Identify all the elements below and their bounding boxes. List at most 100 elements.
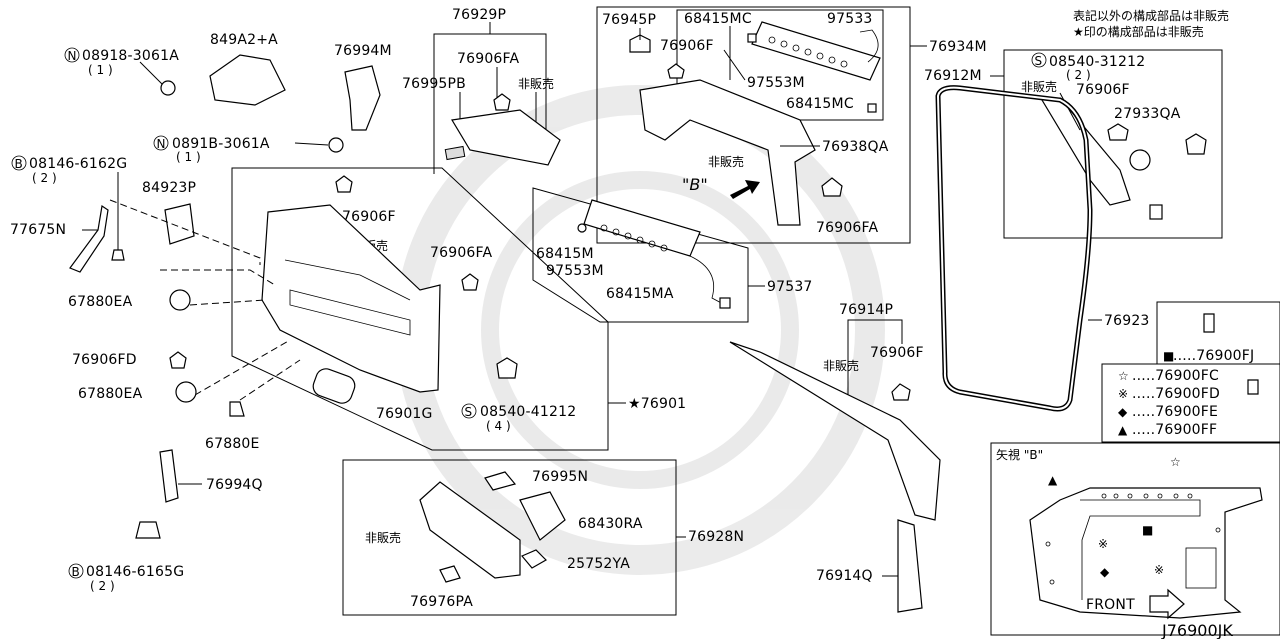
clip-67880EA-b [175, 381, 197, 403]
view-b-arrow-icon [730, 180, 760, 199]
part-label-76906FA-c[interactable]: 76906FA [430, 245, 493, 261]
legend-code: .....76900FF [1132, 422, 1217, 438]
part-label-77675N[interactable]: 77675N [10, 222, 66, 238]
label-hihanbai: 非販売 [1021, 79, 1057, 94]
part-label-76906F-c[interactable]: 76906F [342, 209, 396, 225]
circle-b-icon [68, 563, 84, 579]
qty-08540-31212: ( 2 ) [1066, 68, 1091, 82]
view-b-clip-dots [1045, 493, 1221, 585]
part-label-27933QA[interactable]: 27933QA [1114, 106, 1181, 122]
clip-76906FA-b [821, 177, 843, 197]
part-label-76914P[interactable]: 76914P [839, 302, 893, 318]
legend-symbol: ◆ [1100, 565, 1110, 579]
part-label-76994M[interactable]: 76994M [334, 43, 392, 59]
clip-76995N [484, 471, 517, 491]
part-label-68430RA[interactable]: 68430RA [578, 516, 643, 532]
legend-symbol: ◆ [1118, 405, 1128, 419]
part-label-76923[interactable]: 76923 [1104, 313, 1150, 329]
part-label-08146-6162G[interactable]: 08146-6162G [29, 156, 127, 172]
legend: ■ .....76900FJ ☆ .....76900FC ※ .....769… [1101, 301, 1280, 443]
legend-symbol: ☆ [1118, 369, 1129, 383]
part-label-08918-3061A[interactable]: 08918-3061A [82, 48, 179, 64]
part-label-76934M[interactable]: 76934M [929, 39, 987, 55]
part-label-25752YA[interactable]: 25752YA [567, 556, 630, 572]
front-arrow-icon [1149, 588, 1185, 620]
part-label-97537[interactable]: 97537 [767, 279, 813, 295]
drawing-number: J76900JK [1161, 621, 1233, 639]
legend-symbol: ■ [1163, 349, 1174, 363]
strap-77675N [69, 204, 109, 273]
part-label-76901G[interactable]: 76901G [376, 406, 433, 422]
view-b-outline [1029, 487, 1263, 619]
circle-n-icon [153, 135, 169, 151]
nut-08918-3061A [160, 80, 176, 96]
trim-piece-76929P [451, 109, 561, 166]
part-label-08540-31212[interactable]: 08540-31212 [1049, 54, 1145, 70]
connector [1149, 204, 1163, 220]
note-line-1: 表記以外の構成部品は非販売 [1073, 8, 1229, 23]
clip-67880EA-a [169, 289, 191, 311]
part-label-08540-41212[interactable]: 08540-41212 [480, 404, 576, 420]
trim-76914Q [897, 519, 923, 613]
part-label-67880EA-a[interactable]: 67880EA [68, 294, 133, 310]
front-label: FRONT [1086, 597, 1135, 613]
part-label-76906F-b[interactable]: 76906F [660, 38, 714, 54]
box-76912M [1003, 49, 1223, 239]
connector [719, 297, 731, 309]
part-label-76995N[interactable]: 76995N [532, 469, 588, 485]
group-76929P: 76929P 76906FA 76995PB 非販売 [402, 7, 561, 174]
clip-76945P [629, 34, 651, 53]
view-b-marker: "B" [682, 175, 708, 194]
part-label-76906FA[interactable]: 76906FA [457, 51, 520, 67]
clip-76906F-c [335, 175, 353, 193]
clip-76976PA [439, 565, 461, 583]
part-label-76914Q[interactable]: 76914Q [816, 568, 873, 584]
clip-27933QA [1185, 133, 1207, 155]
circle-b-letter: B [15, 157, 23, 171]
part-label-68415MC-a[interactable]: 68415MC [684, 11, 752, 27]
part-label-76994Q[interactable]: 76994Q [206, 477, 263, 493]
note-line-2: ★印の構成部品は非販売 [1073, 24, 1204, 39]
qty-0891B-3061A: ( 1 ) [176, 150, 201, 164]
part-label-68415MA[interactable]: 68415MA [606, 286, 674, 302]
part-label-76906FA-b[interactable]: 76906FA [816, 220, 879, 236]
circle-n-icon [64, 47, 80, 63]
part-label-76945P[interactable]: 76945P [602, 12, 656, 28]
bracket-849A2A [209, 54, 286, 106]
circle-s-letter: S [1035, 54, 1043, 68]
clip-76906FD [169, 351, 187, 369]
legend-code: .....76900FJ [1173, 348, 1254, 364]
box-76934M [596, 6, 911, 244]
part-label-76906F-d[interactable]: 76906F [870, 345, 924, 361]
qty-08146-6162G: ( 2 ) [32, 171, 57, 185]
part-label-76995PB[interactable]: 76995PB [402, 76, 466, 92]
bracket-76994Q [159, 449, 179, 503]
part-label-76929P[interactable]: 76929P [452, 7, 506, 23]
circle-n-letter: N [157, 137, 166, 151]
trim-76938QA [639, 79, 816, 226]
part-label-76928N[interactable]: 76928N [688, 529, 744, 545]
part-label-849A2A[interactable]: 849A2+A [210, 32, 278, 48]
part-label-76976PA[interactable]: 76976PA [410, 594, 473, 610]
part-label-08146-6165G[interactable]: 08146-6165G [86, 564, 184, 580]
bolt-08146-6162G [111, 249, 125, 261]
part-label-97553M-a[interactable]: 97553M [747, 75, 805, 91]
part-label-84923P[interactable]: 84923P [142, 180, 196, 196]
part-label-76938QA[interactable]: 76938QA [822, 139, 889, 155]
part-label-76906F-r[interactable]: 76906F [1076, 82, 1130, 98]
part-label-76901[interactable]: ★76901 [628, 396, 686, 412]
legend-symbol: ※ [1098, 537, 1108, 551]
part-label-67880EA-b[interactable]: 67880EA [78, 386, 143, 402]
part-label-68415M[interactable]: 68415M [536, 246, 594, 262]
box-76901 [231, 167, 609, 451]
part-label-97533[interactable]: 97533 [827, 11, 873, 27]
part-label-67880E[interactable]: 67880E [205, 436, 260, 452]
part-label-97553M-b[interactable]: 97553M [546, 263, 604, 279]
part-label-0891B-3061A[interactable]: 0891B-3061A [172, 136, 270, 152]
nut-0891B-3061A [328, 137, 344, 153]
pad-76995PB [444, 145, 466, 161]
part-label-68415MC-b[interactable]: 68415MC [786, 96, 854, 112]
part-label-76906FD[interactable]: 76906FD [72, 352, 137, 368]
pad-76901G [312, 368, 356, 404]
part-label-76912M[interactable]: 76912M [924, 68, 982, 84]
